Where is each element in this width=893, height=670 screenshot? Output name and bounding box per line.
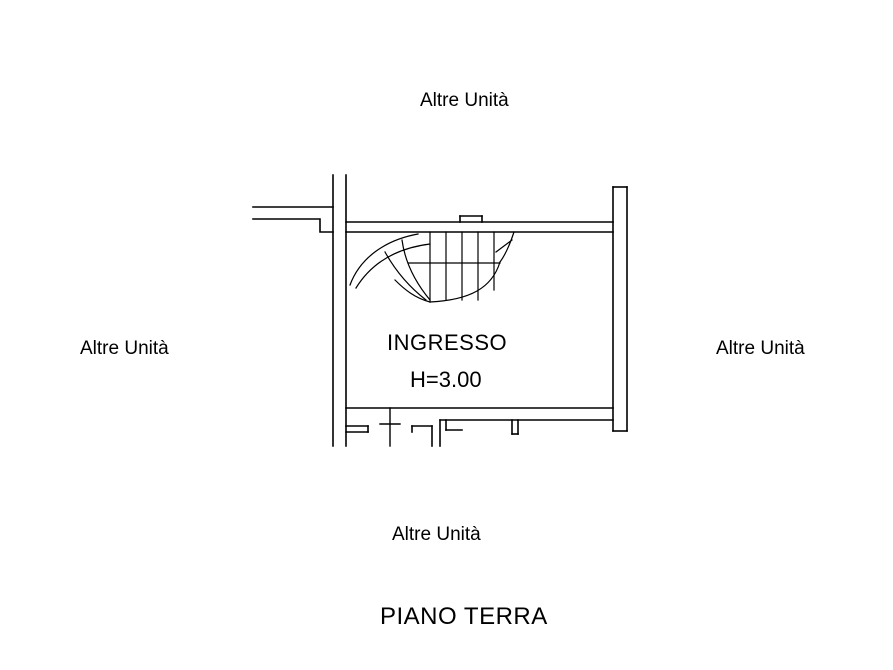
- floor-title: PIANO TERRA: [380, 603, 548, 630]
- neighbor-units-top-label: Altre Unità: [420, 90, 509, 111]
- neighbor-units-bottom-label: Altre Unità: [392, 524, 481, 545]
- neighbor-units-right-label: Altre Unità: [716, 338, 805, 359]
- corridor-walls: [252, 206, 334, 233]
- left-wall: [332, 174, 347, 447]
- top-wall: [345, 215, 614, 233]
- bottom-wall: [345, 407, 614, 447]
- door-jambs: [379, 407, 401, 447]
- right-wall: [612, 186, 628, 432]
- staircase: [349, 231, 515, 303]
- room-height: H=3.00: [410, 367, 482, 392]
- room-name: INGRESSO: [387, 330, 508, 355]
- neighbor-units-left-label: Altre Unità: [80, 338, 169, 359]
